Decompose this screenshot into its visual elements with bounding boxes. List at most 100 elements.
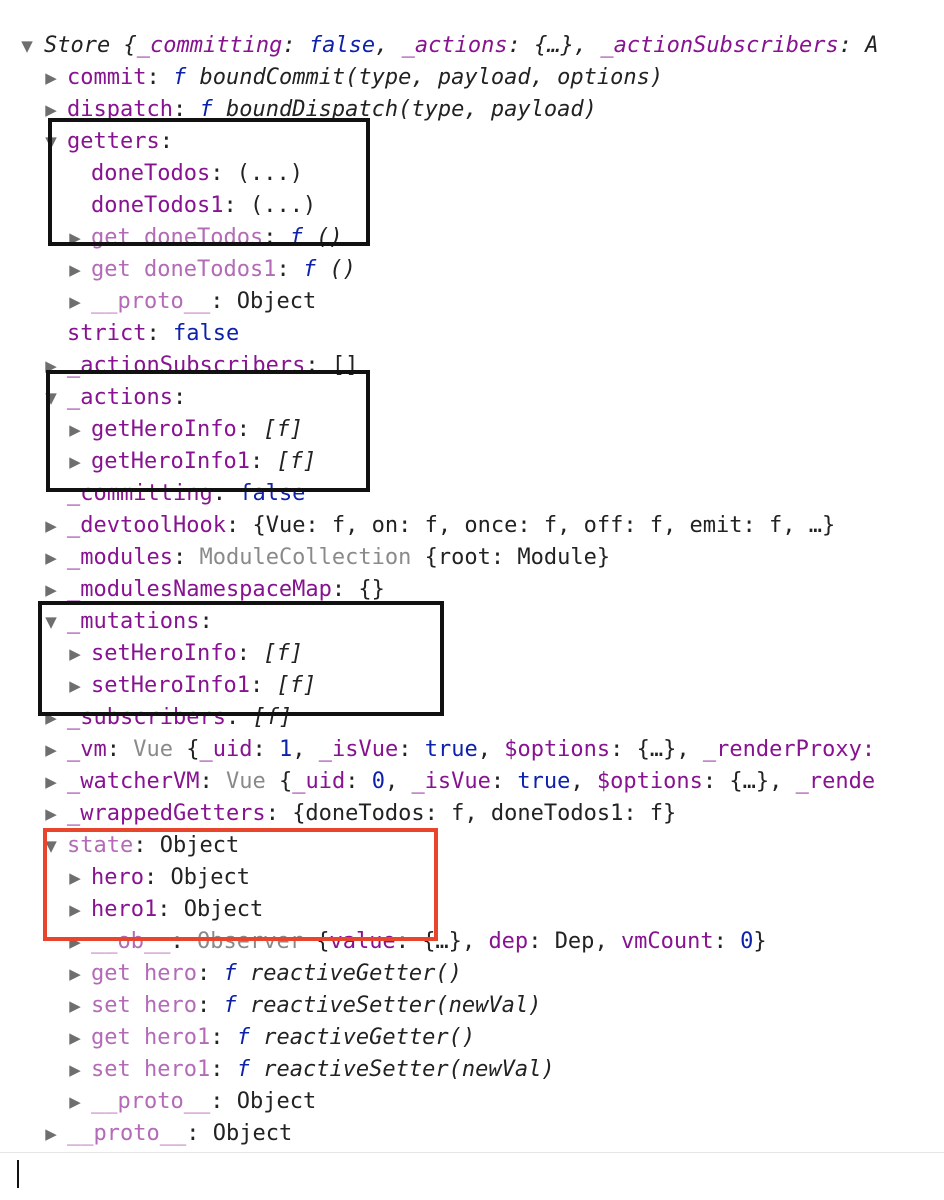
state-hero1-row[interactable]: ▶ hero1: Object bbox=[0, 894, 944, 926]
set-hero-row[interactable]: ▶ set hero: f reactiveSetter(newVal) bbox=[0, 990, 944, 1022]
property-key: _mutations bbox=[67, 609, 200, 634]
expanded-arrow-icon[interactable]: ▼ bbox=[45, 133, 57, 151]
wrapped-getters-row[interactable]: ▶ _wrappedGetters: {doneTodos: f, doneTo… bbox=[0, 798, 944, 830]
property-key: strict bbox=[67, 321, 147, 346]
state-proto-row[interactable]: ▶ __proto__: Object bbox=[0, 1086, 944, 1118]
collapsed-arrow-icon[interactable]: ▶ bbox=[45, 69, 57, 87]
strict-row: strict: false bbox=[67, 321, 240, 346]
collapsed-arrow-icon[interactable]: ▶ bbox=[45, 709, 57, 727]
watcher-vm-row[interactable]: ▶ _watcherVM: Vue {_uid: 0, _isVue: true… bbox=[0, 766, 944, 798]
property-key: getters bbox=[67, 129, 160, 154]
property-key: _committing bbox=[67, 481, 213, 506]
collapsed-arrow-icon[interactable]: ▶ bbox=[69, 933, 81, 951]
getters-row[interactable]: ▼ getters: bbox=[0, 126, 944, 158]
collapsed-arrow-icon[interactable]: ▶ bbox=[45, 805, 57, 823]
state-hero-row[interactable]: ▶ hero: Object bbox=[0, 862, 944, 894]
get-doneTodos1-row[interactable]: ▶ get doneTodos1: f () bbox=[0, 254, 944, 286]
collapsed-arrow-icon[interactable]: ▶ bbox=[69, 901, 81, 919]
expanded-arrow-icon[interactable]: ▼ bbox=[45, 389, 57, 407]
expanded-arrow-icon[interactable]: ▼ bbox=[21, 37, 33, 55]
collapsed-arrow-icon[interactable]: ▶ bbox=[69, 677, 81, 695]
expanded-arrow-icon[interactable]: ▼ bbox=[45, 613, 57, 631]
getter-doneTodos1-row[interactable]: doneTodos1: (...) bbox=[91, 193, 317, 218]
expanded-arrow-icon[interactable]: ▼ bbox=[45, 837, 57, 855]
dispatch-row[interactable]: ▶ dispatch: f boundDispatch(type, payloa… bbox=[0, 94, 944, 126]
collapsed-arrow-icon[interactable]: ▶ bbox=[69, 965, 81, 983]
devtools-console-output: ▼ Store {_committing: false, _actions: {… bbox=[0, 30, 944, 1150]
action-getHeroInfo1-row[interactable]: ▶ getHeroInfo1: [f] bbox=[0, 446, 944, 478]
commit-row[interactable]: ▶ commit: f boundCommit(type, payload, o… bbox=[0, 62, 944, 94]
store-object-row[interactable]: ▼ Store {_committing: false, _actions: {… bbox=[0, 30, 944, 62]
actions-row[interactable]: ▼ _actions: bbox=[0, 382, 944, 414]
modules-row[interactable]: ▶ _modules: ModuleCollection {root: Modu… bbox=[0, 542, 944, 574]
collapsed-arrow-icon[interactable]: ▶ bbox=[45, 101, 57, 119]
property-key: __proto__ bbox=[91, 1089, 211, 1114]
property-key: _devtoolHook bbox=[67, 513, 226, 538]
property-key: _modulesNamespaceMap bbox=[67, 577, 332, 602]
collapsed-arrow-icon[interactable]: ▶ bbox=[69, 1093, 81, 1111]
set-hero1-row[interactable]: ▶ set hero1: f reactiveSetter(newVal) bbox=[0, 1054, 944, 1086]
store-proto-row[interactable]: ▶ __proto__: Object bbox=[0, 1118, 944, 1150]
property-key: get doneTodos1 bbox=[91, 257, 277, 282]
property-key: hero1 bbox=[91, 897, 158, 922]
collapsed-arrow-icon[interactable]: ▶ bbox=[45, 1125, 57, 1143]
collapsed-arrow-icon[interactable]: ▶ bbox=[45, 581, 57, 599]
get-hero1-row[interactable]: ▶ get hero1: f reactiveGetter() bbox=[0, 1022, 944, 1054]
console-input-caret[interactable] bbox=[17, 1160, 19, 1188]
property-key: _vm bbox=[67, 737, 107, 762]
property-key: hero bbox=[91, 865, 144, 890]
get-doneTodos-row[interactable]: ▶ get doneTodos: f () bbox=[0, 222, 944, 254]
property-key: __proto__ bbox=[67, 1121, 187, 1146]
mutations-row[interactable]: ▼ _mutations: bbox=[0, 606, 944, 638]
action-getHeroInfo-row[interactable]: ▶ getHeroInfo: [f] bbox=[0, 414, 944, 446]
collapsed-arrow-icon[interactable]: ▶ bbox=[69, 453, 81, 471]
collapsed-arrow-icon[interactable]: ▶ bbox=[69, 421, 81, 439]
property-key: _watcherVM bbox=[67, 769, 200, 794]
property-key: setHeroInfo1 bbox=[91, 673, 250, 698]
property-key: set hero1 bbox=[91, 1057, 211, 1082]
property-key: getHeroInfo1 bbox=[91, 449, 250, 474]
property-key: _subscribers bbox=[67, 705, 226, 730]
modules-namespace-map-row[interactable]: ▶ _modulesNamespaceMap: {} bbox=[0, 574, 944, 606]
getter-doneTodos-row[interactable]: doneTodos: (...) bbox=[91, 161, 303, 186]
property-key: state bbox=[67, 833, 134, 858]
property-key: getHeroInfo bbox=[91, 417, 237, 442]
mutation-setHeroInfo-row[interactable]: ▶ setHeroInfo: [f] bbox=[0, 638, 944, 670]
collapsed-arrow-icon[interactable]: ▶ bbox=[45, 517, 57, 535]
collapsed-arrow-icon[interactable]: ▶ bbox=[45, 549, 57, 567]
devtool-hook-row[interactable]: ▶ _devtoolHook: {Vue: f, on: f, once: f,… bbox=[0, 510, 944, 542]
state-ob-row[interactable]: ▶ __ob__: Observer {value: {…}, dep: Dep… bbox=[0, 926, 944, 958]
collapsed-arrow-icon[interactable]: ▶ bbox=[69, 869, 81, 887]
property-key: get doneTodos bbox=[91, 225, 264, 250]
vm-row[interactable]: ▶ _vm: Vue {_uid: 1, _isVue: true, $opti… bbox=[0, 734, 944, 766]
property-key: _modules bbox=[67, 545, 173, 570]
subscribers-row[interactable]: ▶ _subscribers: [f] bbox=[0, 702, 944, 734]
collapsed-arrow-icon[interactable]: ▶ bbox=[69, 1061, 81, 1079]
console-prompt-divider bbox=[0, 1152, 944, 1153]
getters-proto-row[interactable]: ▶ __proto__: Object bbox=[0, 286, 944, 318]
property-key: __proto__ bbox=[91, 289, 211, 314]
collapsed-arrow-icon[interactable]: ▶ bbox=[69, 645, 81, 663]
mutation-setHeroInfo1-row[interactable]: ▶ setHeroInfo1: [f] bbox=[0, 670, 944, 702]
collapsed-arrow-icon[interactable]: ▶ bbox=[45, 773, 57, 791]
store-summary: Store {_committing: false, _actions: {…}… bbox=[44, 33, 879, 58]
collapsed-arrow-icon[interactable]: ▶ bbox=[69, 997, 81, 1015]
collapsed-arrow-icon[interactable]: ▶ bbox=[69, 261, 81, 279]
property-key: get hero1 bbox=[91, 1025, 211, 1050]
collapsed-arrow-icon[interactable]: ▶ bbox=[69, 1029, 81, 1047]
property-key: setHeroInfo bbox=[91, 641, 237, 666]
action-subscribers-row[interactable]: ▶ _actionSubscribers: [] bbox=[0, 350, 944, 382]
collapsed-arrow-icon[interactable]: ▶ bbox=[69, 229, 81, 247]
property-key: doneTodos bbox=[91, 161, 211, 186]
property-key: __ob__ bbox=[91, 929, 171, 954]
get-hero-row[interactable]: ▶ get hero: f reactiveGetter() bbox=[0, 958, 944, 990]
committing-row: _committing: false bbox=[67, 481, 306, 506]
property-key: _actions bbox=[67, 385, 173, 410]
property-key: doneTodos1 bbox=[91, 193, 224, 218]
collapsed-arrow-icon[interactable]: ▶ bbox=[45, 741, 57, 759]
collapsed-arrow-icon[interactable]: ▶ bbox=[69, 293, 81, 311]
collapsed-arrow-icon[interactable]: ▶ bbox=[45, 357, 57, 375]
property-key: dispatch bbox=[67, 97, 173, 122]
state-row[interactable]: ▼ state: Object bbox=[0, 830, 944, 862]
property-key: _wrappedGetters bbox=[67, 801, 266, 826]
